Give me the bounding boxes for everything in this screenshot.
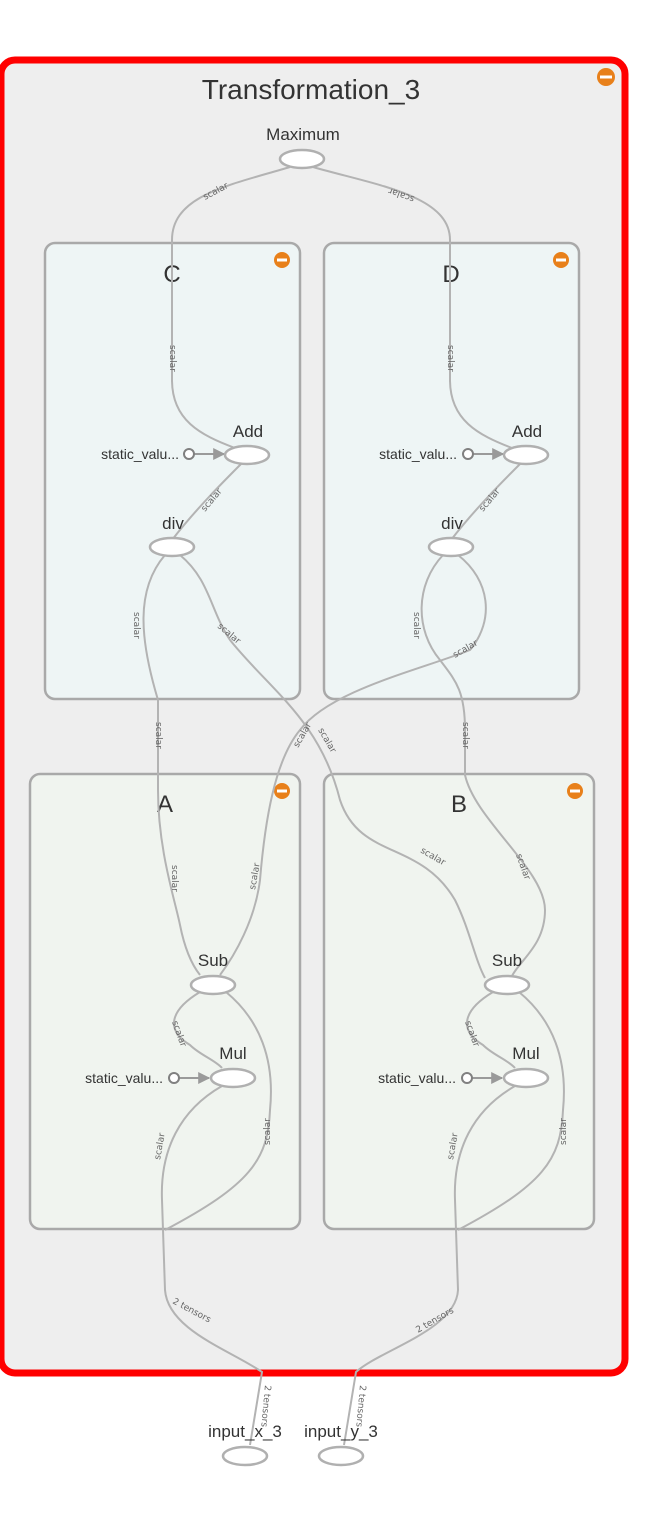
op-sub-b-label: Sub: [492, 951, 522, 970]
op-input-y-label: input_y_3: [304, 1422, 378, 1441]
op-input-y[interactable]: input_y_3: [304, 1422, 378, 1467]
edge-add-d-to-maximum: [312, 166, 513, 449]
const-node-d[interactable]: static_valu...: [379, 446, 474, 462]
op-div-c-label: div: [162, 514, 184, 533]
op-add-c-label: Add: [233, 422, 263, 441]
group-a-title: A: [157, 791, 173, 818]
edge-label: scalar: [446, 1132, 461, 1160]
const-a-label: static_valu...: [85, 1070, 163, 1086]
edge-sub-b-to-div-c: [179, 554, 486, 979]
op-sub-a-label: Sub: [198, 951, 228, 970]
edge-div-d-to-add-d: [450, 461, 523, 541]
edge-label: scalar: [248, 862, 263, 890]
op-sub-b[interactable]: Sub: [483, 951, 531, 996]
group-d[interactable]: [322, 241, 581, 701]
edge-label: 2 tensors: [353, 1385, 367, 1428]
edge-label: scalar: [411, 612, 421, 639]
edge-label: scalar: [460, 722, 470, 749]
op-add-d[interactable]: Add: [502, 422, 550, 466]
outer-collapse-icon[interactable]: [597, 68, 615, 86]
edge-sub-a-to-div-d: [219, 554, 487, 976]
edge-input-x-to-sub-a: [164, 991, 272, 1231]
edge-input-x-to-mul-a: [160, 1085, 264, 1446]
edge-input-y-to-sub-b: [457, 991, 565, 1231]
group-b-title: B: [451, 791, 467, 818]
const-node-b[interactable]: static_valu...: [378, 1070, 473, 1086]
const-d-label: static_valu...: [379, 446, 457, 462]
group-c-collapse-icon[interactable]: [274, 252, 290, 268]
edge-label: 2 tensors: [258, 1385, 272, 1428]
const-b-label: static_valu...: [378, 1070, 456, 1086]
edge-label: scalar: [445, 345, 455, 372]
edge-label: scalar: [169, 865, 179, 892]
op-mul-a-label: Mul: [219, 1044, 246, 1063]
edge-label: scalar: [263, 1118, 273, 1145]
const-c-label: static_valu...: [101, 446, 179, 462]
edge-label: scalar: [559, 1118, 569, 1145]
op-add-c[interactable]: Add: [223, 422, 271, 466]
op-add-d-label: Add: [512, 422, 542, 441]
outer-group-title: Transformation_3: [202, 74, 420, 105]
edge-sub-b-mul-b: [466, 991, 516, 1069]
edge-sub-a-mul-a: [173, 991, 223, 1069]
op-div-c[interactable]: div: [148, 514, 196, 558]
edge-div-c-to-add-c: [171, 461, 244, 541]
op-div-d[interactable]: div: [427, 514, 475, 558]
op-maximum[interactable]: Maximum: [266, 125, 340, 170]
edge-input-y-to-mul-b: [343, 1085, 516, 1446]
op-input-x-label: input_x_3: [208, 1422, 282, 1441]
edge-label: scalar: [131, 612, 141, 639]
edge-label: scalar: [153, 1132, 168, 1160]
const-node-c[interactable]: static_valu...: [101, 446, 195, 462]
group-a-collapse-icon[interactable]: [274, 783, 290, 799]
edge-sub-a-to-div-c: [142, 554, 201, 976]
op-div-d-label: div: [441, 514, 463, 533]
op-mul-b[interactable]: Mul: [502, 1044, 550, 1089]
edge-label: scalar: [153, 722, 163, 749]
op-mul-b-label: Mul: [512, 1044, 539, 1063]
group-d-collapse-icon[interactable]: [553, 252, 569, 268]
const-node-a[interactable]: static_valu...: [85, 1070, 180, 1086]
op-maximum-label: Maximum: [266, 125, 340, 144]
op-sub-a[interactable]: Sub: [189, 951, 237, 996]
edge-label: scalar: [167, 345, 177, 372]
op-mul-a[interactable]: Mul: [209, 1044, 257, 1089]
op-input-x[interactable]: input_x_3: [208, 1422, 282, 1467]
edge-add-c-to-maximum: [171, 166, 291, 449]
group-b-collapse-icon[interactable]: [567, 783, 583, 799]
edge-sub-b-to-div-d: [420, 554, 547, 977]
